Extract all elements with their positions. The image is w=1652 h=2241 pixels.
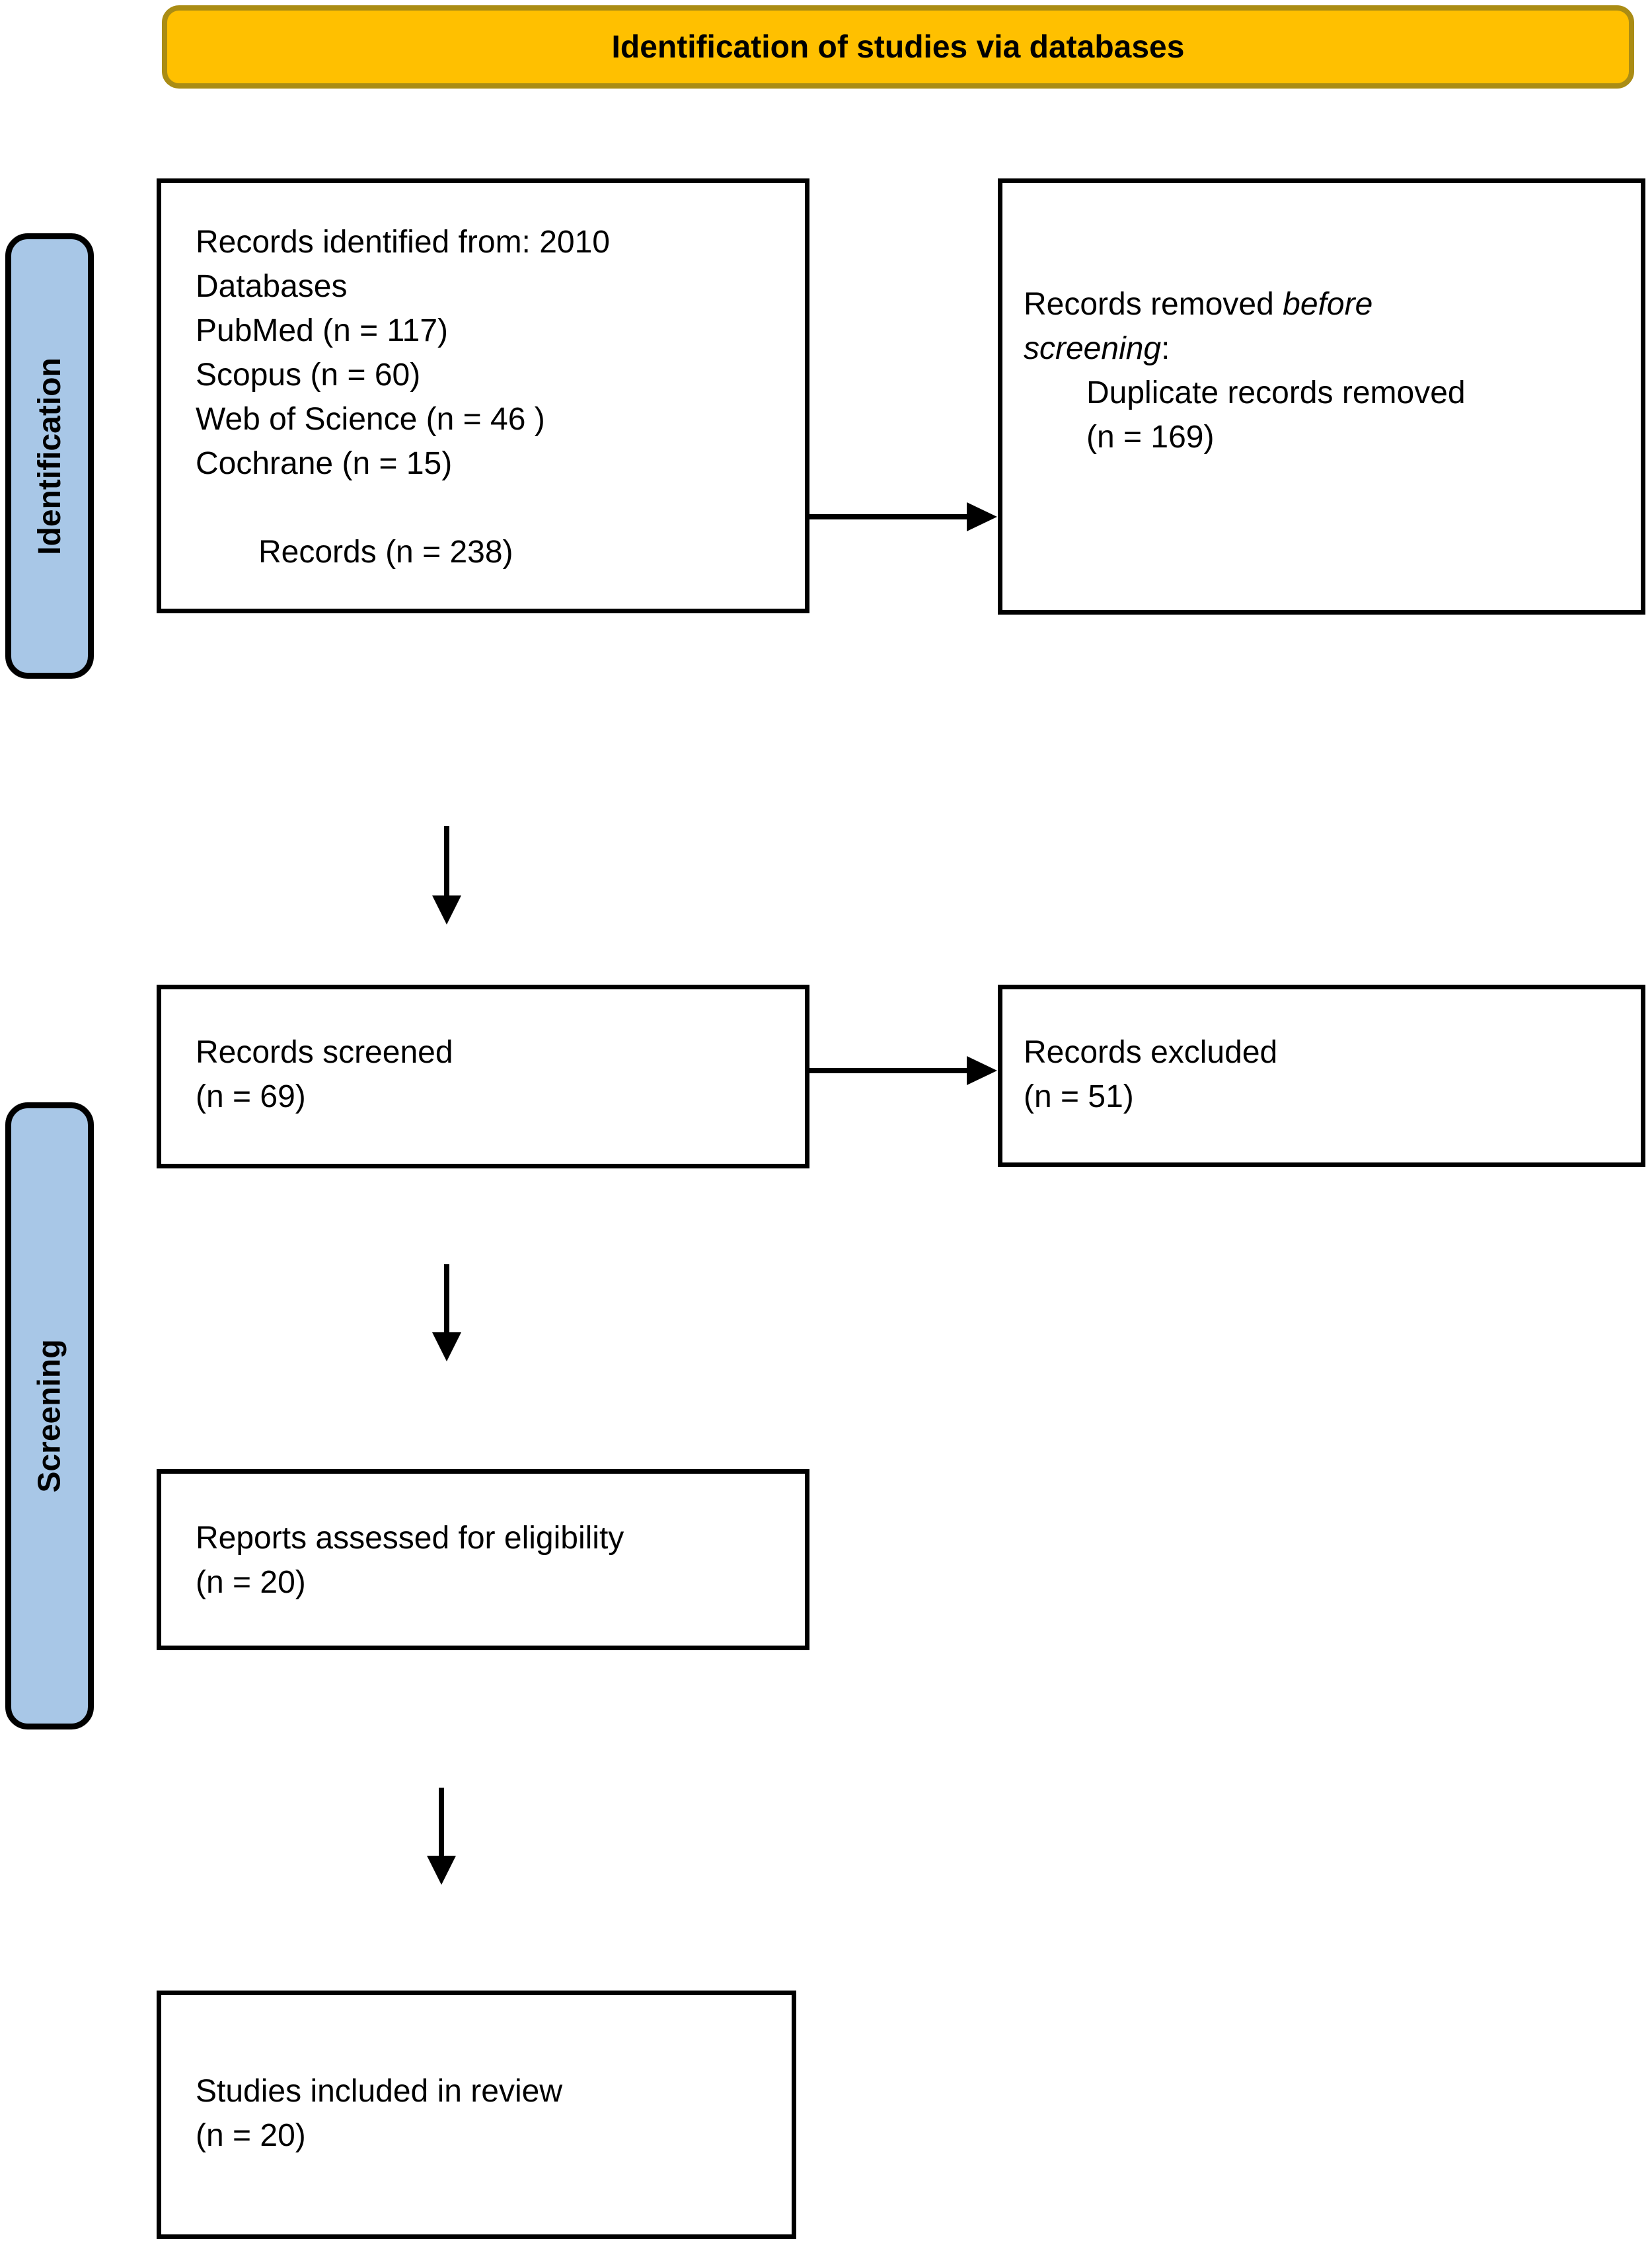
box-reports-assessed: Reports assessed for eligibility (n = 20… — [157, 1469, 809, 1650]
records-removed-before-italic: before — [1283, 287, 1373, 322]
box-records-screened: Records screened (n = 69) — [157, 985, 809, 1168]
records-removed-prefix: Records removed — [1024, 287, 1283, 322]
arrow-shaft — [809, 514, 969, 519]
arrow-shaft — [809, 1068, 969, 1073]
arrow-shaft — [444, 826, 449, 896]
studies-included-label: Studies included in review — [196, 2074, 562, 2109]
studies-included-count: (n = 20) — [196, 2118, 306, 2153]
blank-line — [196, 486, 792, 530]
arrow-head-icon — [967, 502, 997, 531]
arrow-shaft — [439, 1788, 444, 1856]
box-records-identified: Records identified from: 2010 Databases … — [157, 178, 809, 613]
records-removed-colon: : — [1161, 331, 1170, 366]
records-identified-line-3: PubMed (n = 117) — [196, 313, 449, 348]
records-excluded-count: (n = 51) — [1024, 1079, 1134, 1114]
box-records-removed: Records removed before screening: Duplic… — [998, 178, 1645, 615]
stage-label-identification-text: Identification — [32, 357, 67, 555]
records-removed-screening-italic: screening — [1024, 331, 1162, 366]
arrow-head-icon — [432, 895, 461, 925]
stage-label-screening: Screening — [5, 1102, 94, 1729]
arrow-head-icon — [427, 1856, 456, 1885]
arrow-head-icon — [967, 1056, 997, 1085]
records-identified-line-4: Scopus (n = 60) — [196, 358, 421, 393]
reports-assessed-label: Reports assessed for eligibility — [196, 1521, 624, 1556]
box-records-excluded: Records excluded (n = 51) — [998, 985, 1645, 1167]
arrow-shaft — [444, 1264, 449, 1333]
stage-label-screening-text: Screening — [32, 1339, 67, 1493]
records-screened-count: (n = 69) — [196, 1079, 306, 1114]
records-identified-line-1: Records identified from: 2010 — [196, 225, 610, 260]
records-identified-line-2: Databases — [196, 269, 348, 304]
box-studies-included: Studies included in review (n = 20) — [157, 1991, 796, 2239]
records-identified-line-6: Cochrane (n = 15) — [196, 446, 453, 481]
arrow-head-icon — [432, 1332, 461, 1361]
reports-assessed-count: (n = 20) — [196, 1565, 306, 1600]
records-removed-count: (n = 169) — [1086, 420, 1215, 455]
stage-label-identification: Identification — [5, 233, 94, 679]
records-screened-label: Records screened — [196, 1035, 453, 1070]
duplicate-records-line: Duplicate records removed — [1086, 375, 1466, 410]
records-removed-line-2: screening: — [1024, 326, 1522, 371]
page-title: Identification of studies via databases — [611, 29, 1185, 65]
records-total-line: Records (n = 238) — [258, 535, 513, 570]
records-identified-line-5: Web of Science (n = 46 ) — [196, 402, 545, 437]
records-excluded-label: Records excluded — [1024, 1035, 1278, 1070]
title-banner: Identification of studies via databases — [162, 5, 1634, 89]
records-removed-line-1: Records removed before — [1024, 282, 1522, 326]
